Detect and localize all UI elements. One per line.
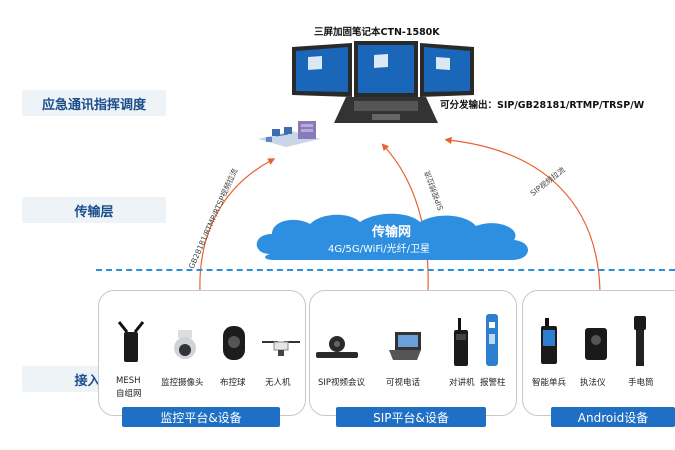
alarm-pillar-icon bbox=[484, 314, 500, 372]
layer-tag-command: 应急通讯指挥调度 bbox=[22, 90, 166, 116]
device-label-pillar: 报警柱 bbox=[480, 378, 506, 388]
laptop-illustration bbox=[288, 37, 478, 127]
device-label-walkie: 对讲机 bbox=[449, 378, 475, 388]
device-label-camera: 监控摄像头 bbox=[161, 378, 204, 388]
video-conference-icon bbox=[314, 334, 360, 366]
cloud-subtitle: 4G/5G/WiFi/光纤/卫星 bbox=[328, 244, 430, 255]
laptop-title: 三屏加固笔记本CTN-1580K bbox=[314, 27, 440, 38]
body-camera-icon bbox=[583, 326, 609, 366]
server-network-icon bbox=[252, 117, 326, 157]
distribution-label: 可分发输出：SIP/GB28181/RTMP/TRSP/W bbox=[440, 100, 645, 111]
device-label-ball: 布控球 bbox=[220, 378, 246, 388]
smart-terminal-icon bbox=[539, 318, 559, 370]
platform-monitoring-button[interactable]: 监控平台&设备 bbox=[122, 407, 280, 427]
walkie-talkie-icon bbox=[452, 318, 470, 372]
device-label-drone: 无人机 bbox=[265, 378, 291, 388]
layer-tag-transport: 传输层 bbox=[22, 197, 166, 223]
transport-cloud bbox=[250, 210, 535, 266]
drone-icon bbox=[260, 336, 302, 364]
device-label-phone: 可视电话 bbox=[386, 378, 421, 388]
platform-android-button[interactable]: Android设备 bbox=[551, 407, 675, 427]
platform-sip-button[interactable]: SIP平台&设备 bbox=[336, 407, 486, 427]
device-label-mesh-1: MESH bbox=[116, 376, 141, 386]
arrow-left bbox=[199, 158, 276, 293]
cloud-title: 传输网 bbox=[372, 225, 412, 240]
device-label-mesh-2: 自组网 bbox=[116, 389, 142, 399]
device-label-conference: SIP视频会议 bbox=[318, 378, 366, 388]
device-label-bodycam: 执法仪 bbox=[580, 378, 606, 388]
dome-camera-icon bbox=[168, 328, 202, 366]
arrow-right bbox=[444, 136, 601, 293]
arrow-middle bbox=[381, 143, 429, 293]
device-label-terminal: 智能单兵 bbox=[532, 378, 567, 388]
device-label-flashlight: 手电筒 bbox=[628, 378, 654, 388]
mesh-antenna-icon bbox=[111, 318, 151, 372]
deploy-ball-icon bbox=[219, 324, 249, 368]
video-phone-icon bbox=[387, 330, 423, 366]
flashlight-icon bbox=[631, 316, 649, 372]
layer-separator bbox=[96, 269, 675, 271]
